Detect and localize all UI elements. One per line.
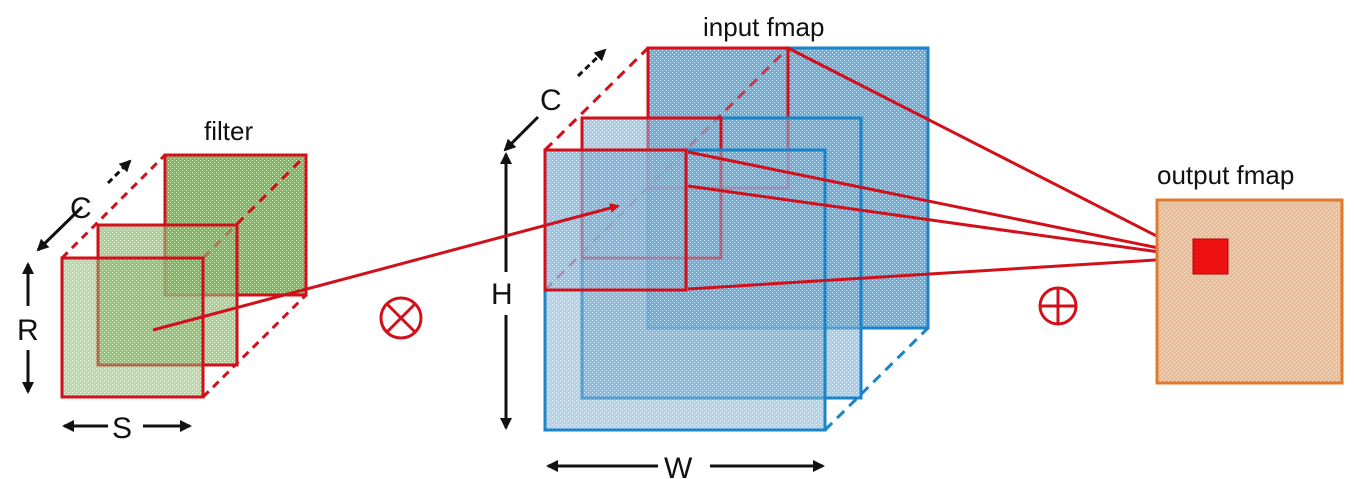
input-h-label: H	[491, 278, 513, 311]
filter-depth-edge	[201, 293, 308, 399]
output-fmap-title: output fmap	[1157, 160, 1294, 190]
output-fmap-plane	[1155, 198, 1344, 385]
filter-depth-edge	[60, 153, 167, 260]
input-c-label: C	[540, 84, 562, 117]
window-to-output-arrow	[687, 150, 1190, 258]
filter-title: filter	[204, 116, 253, 146]
input-fmap-title: input fmap	[703, 12, 824, 42]
filter-c-arrow	[36, 205, 84, 252]
window-to-output-arrow	[687, 253, 1190, 291]
input-depth-edge	[823, 326, 930, 432]
window-to-output-arrow	[687, 184, 1190, 260]
filter-stack	[60, 153, 308, 399]
window-to-output-arrow	[787, 46, 1190, 254]
multiply-operator-icon	[379, 296, 423, 340]
input-c-arrow	[503, 115, 540, 152]
filter-c-arrow	[106, 159, 132, 185]
output-pixel	[1192, 238, 1229, 275]
input-c-arrow	[576, 48, 607, 78]
filter-c-label: C	[70, 192, 92, 225]
filter-r-label: R	[17, 314, 39, 347]
filter-plane-front	[60, 256, 205, 399]
filter-to-input-arrow	[152, 203, 620, 332]
filter-s-label: S	[112, 412, 132, 445]
input-fmap-stack	[543, 46, 930, 432]
input-depth-edge	[543, 46, 650, 152]
input-w-label: W	[664, 452, 693, 479]
